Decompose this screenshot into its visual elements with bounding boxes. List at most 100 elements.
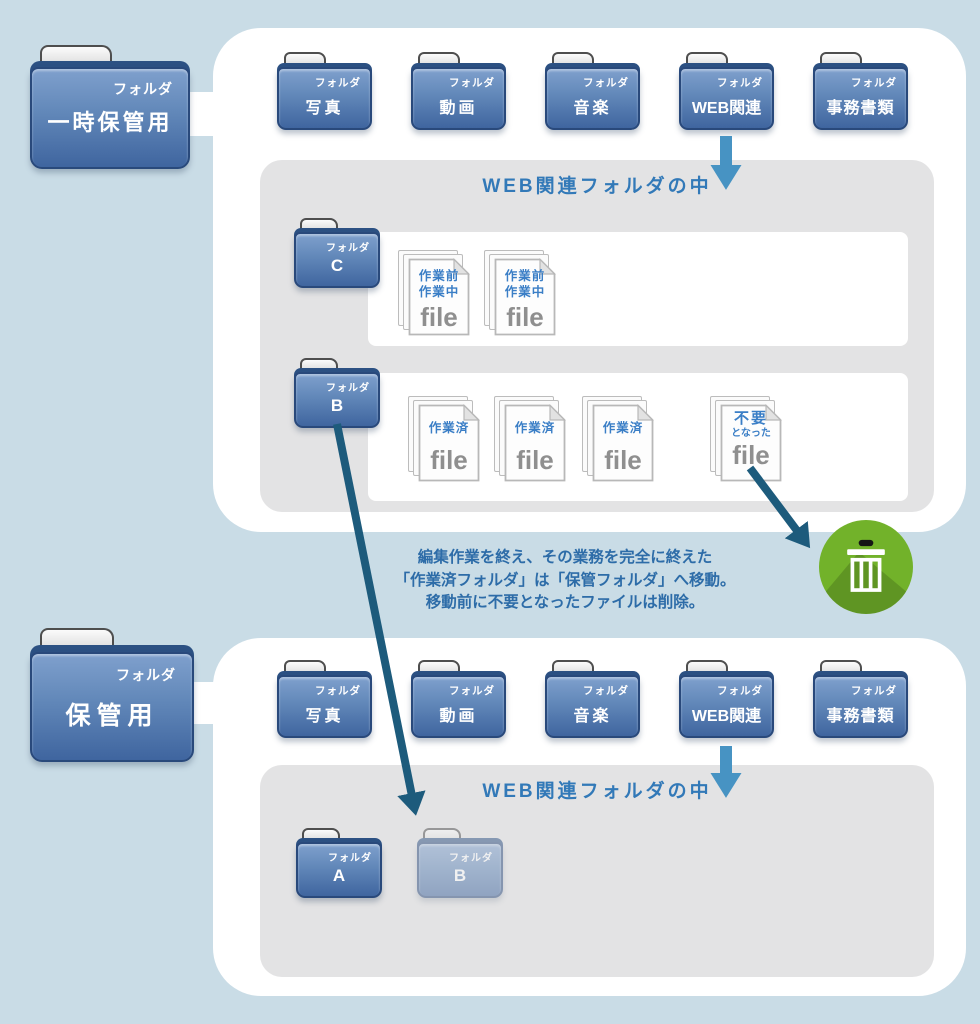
folder-label: 事務書類 xyxy=(826,100,895,117)
folder-label: 写真 xyxy=(305,708,344,725)
folder-videos-bottom: フォルダ 動画 xyxy=(411,660,506,738)
folder-c: フォルダ C xyxy=(294,218,380,288)
folder-tag: フォルダ xyxy=(315,685,361,697)
folder-label: WEB関連 xyxy=(691,100,762,117)
file-status-line: 作業済 xyxy=(602,421,644,435)
folder-label: WEB関連 xyxy=(691,708,762,725)
folder-body: フォルダ 動画 xyxy=(411,67,506,130)
file-text: 作業前 作業中 file xyxy=(408,268,470,330)
trash-icon xyxy=(819,520,913,614)
folder-tag: フォルダ xyxy=(326,383,370,394)
note-line: 移動前に不要となったファイルは削除。 xyxy=(425,594,705,611)
folder-body: フォルダ B xyxy=(417,842,503,898)
file-front-page xyxy=(592,404,654,482)
folder-body: フォルダ 事務書類 xyxy=(813,675,908,738)
file-text: 不要 となった file xyxy=(720,410,782,468)
file-status-line: 作業前 xyxy=(418,269,460,283)
folder-tag: フォルダ xyxy=(449,77,495,89)
folder-body: フォルダ A xyxy=(296,842,382,898)
folder-label: B xyxy=(453,866,467,885)
trash-can-glyph xyxy=(847,539,885,592)
file-word: file xyxy=(430,445,468,476)
folder-documents-bottom: フォルダ 事務書類 xyxy=(813,660,908,738)
file-word: file xyxy=(420,301,458,332)
file-stack-working-1: 作業前 作業中 file xyxy=(398,250,472,338)
file-front-page xyxy=(504,404,566,482)
file-status-line: 不要 xyxy=(733,410,768,427)
folder-body: フォルダ 動画 xyxy=(411,675,506,738)
folder-body: フォルダ WEB関連 xyxy=(679,67,774,130)
note-line: 編集作業を終え、その業務を完全に終えた xyxy=(417,549,713,566)
file-word: file xyxy=(732,440,770,470)
folder-photos-bottom: フォルダ 写真 xyxy=(277,660,372,738)
folder-tag: フォルダ xyxy=(717,685,763,697)
folder-tag: フォルダ xyxy=(328,853,372,864)
folder-label: 事務書類 xyxy=(826,708,895,725)
folder-body: フォルダ 音楽 xyxy=(545,675,640,738)
folder-label: 保管用 xyxy=(65,702,159,730)
folder-body: フォルダ 音楽 xyxy=(545,67,640,130)
folder-b: フォルダ B xyxy=(294,358,380,428)
folder-b-ghost: フォルダ B xyxy=(417,828,503,898)
file-stack-discard: 不要 となった file xyxy=(710,396,784,484)
folder-music-bottom: フォルダ 音楽 xyxy=(545,660,640,738)
folder-photos-top: フォルダ 写真 xyxy=(277,52,372,130)
folder-tag: フォルダ xyxy=(851,77,897,89)
file-text: 作業済 file xyxy=(592,420,654,473)
folder-body: フォルダ B xyxy=(294,372,380,428)
file-front-page xyxy=(418,404,480,482)
file-status-line: 作業中 xyxy=(418,285,460,300)
file-status-line: となった xyxy=(731,428,771,439)
folder-label: A xyxy=(332,866,346,885)
file-text: 作業前 作業中 file xyxy=(494,268,556,330)
folder-label: 音楽 xyxy=(573,100,612,117)
folder-body: フォルダ 写真 xyxy=(277,67,372,130)
file-status-line: 作業済 xyxy=(428,421,470,435)
file-stack-done-3: 作業済 file xyxy=(582,396,656,484)
folder-label: 一時保管用 xyxy=(47,110,173,135)
folder-tag: フォルダ xyxy=(449,853,493,864)
file-front-page xyxy=(408,258,470,336)
file-front-page xyxy=(494,258,556,336)
folder-a: フォルダ A xyxy=(296,828,382,898)
note-line: 「作業済フォルダ」は「保管フォルダ」へ移動。 xyxy=(394,571,736,589)
folder-label: 動画 xyxy=(439,100,478,117)
file-word: file xyxy=(604,445,642,476)
file-stack-working-2: 作業前 作業中 file xyxy=(484,250,558,338)
web-contents-title-bottom: WEB関連フォルダの中 xyxy=(482,781,712,802)
folder-label: 音楽 xyxy=(573,708,612,725)
file-text: 作業済 file xyxy=(418,420,480,473)
folder-tag: フォルダ xyxy=(851,685,897,697)
folder-body: フォルダ WEB関連 xyxy=(679,675,774,738)
folder-tag: フォルダ xyxy=(113,81,173,97)
file-word: file xyxy=(506,301,544,332)
web-contents-title-top: WEB関連フォルダの中 xyxy=(482,176,712,197)
folder-tag: フォルダ xyxy=(583,77,629,89)
folder-temp-storage: フォルダ 一時保管用 xyxy=(30,45,190,169)
file-status-line: 作業済 xyxy=(514,421,556,435)
folder-documents-top: フォルダ 事務書類 xyxy=(813,52,908,130)
folder-body: フォルダ 写真 xyxy=(277,675,372,738)
folder-tag: フォルダ xyxy=(326,243,370,254)
file-stack-done-2: 作業済 file xyxy=(494,396,568,484)
folder-web-bottom: フォルダ WEB関連 xyxy=(679,660,774,738)
folder-storage: フォルダ 保管用 xyxy=(30,628,194,762)
folder-label: 動画 xyxy=(439,708,478,725)
folder-tag: フォルダ xyxy=(449,685,495,697)
file-status-line: 作業前 xyxy=(504,269,546,283)
folder-tag: フォルダ xyxy=(583,685,629,697)
folder-tag: フォルダ xyxy=(315,77,361,89)
folder-body: フォルダ C xyxy=(294,232,380,288)
folder-body: フォルダ 事務書類 xyxy=(813,67,908,130)
file-text: 作業済 file xyxy=(504,420,566,473)
folder-tag: フォルダ xyxy=(717,77,763,89)
folder-music-top: フォルダ 音楽 xyxy=(545,52,640,130)
file-word: file xyxy=(516,445,554,476)
file-stack-done-1: 作業済 file xyxy=(408,396,482,484)
folder-body: フォルダ 一時保管用 xyxy=(30,67,190,169)
file-status-line: 作業中 xyxy=(504,285,546,300)
folder-label: C xyxy=(330,256,344,275)
workflow-note: 編集作業を終え、その業務を完全に終えた 「作業済フォルダ」は「保管フォルダ」へ移… xyxy=(320,547,810,615)
folder-videos-top: フォルダ 動画 xyxy=(411,52,506,130)
